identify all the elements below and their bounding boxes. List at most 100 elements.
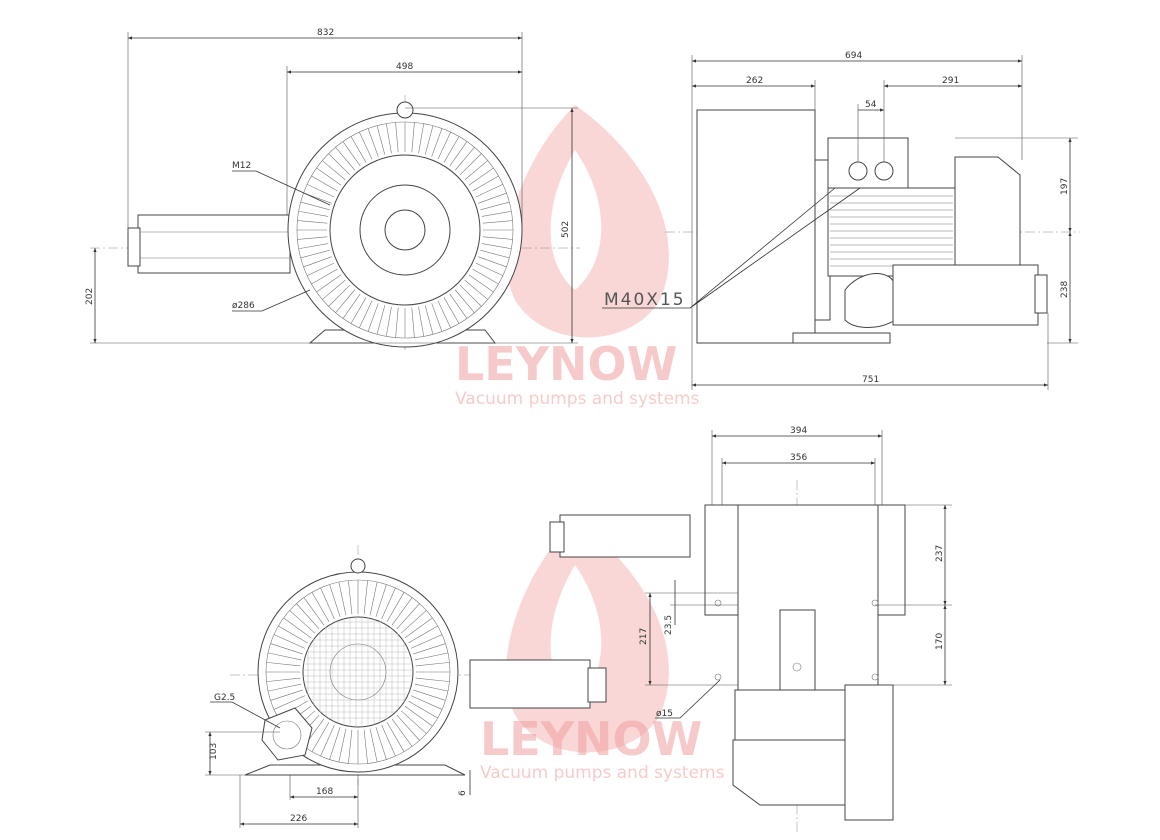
dim-170: 170 bbox=[935, 633, 945, 650]
base-plate bbox=[792, 332, 891, 344]
front-view-bottom: G2.5 103 168 226 6 bbox=[205, 545, 607, 828]
cooling-fin bbox=[386, 592, 405, 622]
dim-217: 217 bbox=[639, 628, 649, 645]
cooling-fin bbox=[381, 587, 396, 620]
cooling-fin bbox=[316, 167, 342, 186]
cooling-fin bbox=[278, 625, 308, 644]
outlet-port bbox=[261, 707, 313, 761]
cooling-fin bbox=[289, 610, 316, 634]
cooling-fin bbox=[396, 603, 420, 630]
cooling-fin bbox=[303, 597, 325, 626]
cooling-fin bbox=[385, 306, 392, 337]
dim-6: 6 bbox=[458, 790, 468, 796]
cooling-fin bbox=[475, 262, 504, 276]
cooling-fin bbox=[413, 643, 446, 655]
cooling-fin bbox=[273, 634, 306, 649]
cooling-fin bbox=[266, 677, 301, 682]
cooling-fin bbox=[348, 729, 353, 764]
dim-23-5: 23.5 bbox=[664, 615, 674, 635]
cooling-fin bbox=[266, 662, 301, 667]
cooling-fin bbox=[391, 718, 413, 747]
watermark-logo-top bbox=[506, 105, 669, 338]
cooling-fin bbox=[298, 210, 329, 217]
front-view-top: 832 498 502 202 M12 ø286 bbox=[85, 28, 580, 350]
cooling-fin bbox=[350, 136, 367, 163]
cooling-fin bbox=[424, 305, 434, 335]
cooling-fin bbox=[363, 729, 368, 764]
blower-body bbox=[696, 109, 816, 344]
cooling-fin bbox=[320, 724, 335, 757]
cooling-fin bbox=[418, 123, 425, 154]
cooling-fin bbox=[376, 125, 386, 155]
cooling-fin bbox=[437, 300, 451, 329]
cooling-fin bbox=[335, 147, 356, 171]
cooling-fin bbox=[480, 249, 510, 259]
cooling-fin bbox=[316, 274, 342, 293]
cooling-fin bbox=[329, 727, 341, 760]
motor bbox=[734, 689, 846, 741]
cooling-fin bbox=[329, 584, 341, 617]
dim-751: 751 bbox=[862, 375, 879, 385]
outlet-tube bbox=[559, 514, 691, 558]
cooling-fin bbox=[369, 728, 378, 763]
cooling-fin bbox=[348, 580, 353, 615]
fan-cover bbox=[732, 739, 846, 806]
cooling-fin bbox=[404, 705, 433, 727]
cooling-fin bbox=[481, 210, 512, 217]
cooling-fin bbox=[369, 581, 378, 616]
dim-226: 226 bbox=[290, 814, 307, 824]
cooling-fin bbox=[297, 236, 328, 240]
cooling-fin bbox=[410, 695, 443, 710]
cooling-fin bbox=[459, 284, 482, 307]
cooling-fin bbox=[443, 136, 460, 163]
dim-103: 103 bbox=[209, 743, 219, 760]
cooling-fin bbox=[472, 268, 499, 285]
cooling-fin bbox=[404, 617, 433, 639]
cooling-fin bbox=[296, 603, 320, 630]
cooling-fin bbox=[297, 220, 328, 224]
cooling-fin bbox=[376, 305, 386, 335]
fan-cover bbox=[954, 156, 1021, 271]
dim-394: 394 bbox=[790, 426, 807, 436]
cooling-fin bbox=[350, 297, 367, 324]
cooling-fin bbox=[468, 167, 494, 186]
cooling-fin bbox=[454, 147, 475, 171]
terminal-box bbox=[827, 137, 909, 189]
dim-694: 694 bbox=[845, 51, 862, 61]
dim-356: 356 bbox=[790, 453, 807, 463]
cooling-fin bbox=[367, 128, 379, 157]
cooling-fin bbox=[283, 617, 312, 639]
cooling-fin bbox=[480, 201, 510, 211]
watermark-tagline-top: Vacuum pumps and systems bbox=[455, 389, 700, 409]
side-view-bottom: 394 356 237 170 217 23.5 ø15 bbox=[549, 426, 952, 835]
watermark-text: LEYNOW Vacuum pumps and systems LEYNOW V… bbox=[455, 337, 725, 783]
dim-54: 54 bbox=[865, 100, 877, 110]
cooling-fin bbox=[311, 722, 330, 752]
cooling-fin bbox=[413, 689, 446, 701]
cooling-fin bbox=[443, 297, 460, 324]
dim-291: 291 bbox=[942, 76, 959, 86]
side-view-top: 694 262 291 54 197 238 751 M40X15 bbox=[602, 51, 1080, 390]
outlet-tube bbox=[469, 659, 591, 709]
cooling-fin bbox=[342, 293, 361, 319]
cooling-fin bbox=[385, 123, 392, 154]
cooling-fin bbox=[342, 141, 361, 167]
watermark-brand-bottom: LEYNOW bbox=[480, 712, 702, 766]
cooling-fin bbox=[391, 597, 413, 626]
dim-238: 238 bbox=[1060, 281, 1070, 298]
cooling-fin bbox=[359, 300, 373, 329]
cooling-fin bbox=[396, 714, 420, 741]
cooling-fin bbox=[400, 610, 427, 634]
cooling-fin bbox=[481, 243, 512, 250]
motor bbox=[827, 187, 956, 277]
dim-502: 502 bbox=[561, 221, 571, 238]
callout-m12: M12 bbox=[232, 161, 251, 171]
dim-262: 262 bbox=[746, 76, 763, 86]
cooling-fin bbox=[478, 256, 507, 268]
callout-diameter-286: ø286 bbox=[232, 301, 255, 311]
cooling-fin bbox=[411, 122, 415, 153]
silencer-tube bbox=[137, 214, 291, 274]
cooling-fin bbox=[303, 256, 332, 268]
cooling-fin bbox=[475, 184, 504, 198]
cooling-fin bbox=[270, 689, 303, 701]
